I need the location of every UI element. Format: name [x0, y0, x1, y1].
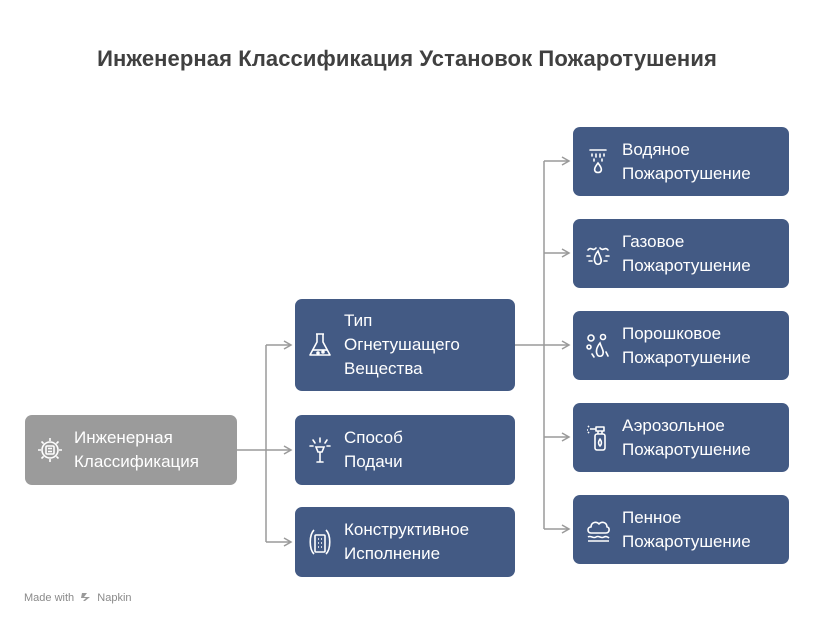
gas-flame-icon: [586, 246, 610, 265]
footer-attribution[interactable]: Made with Napkin: [24, 591, 132, 604]
agent-gas-label: Газовое Пожаротушение: [622, 231, 751, 275]
root-label: Инженерная Классификация: [74, 428, 199, 471]
powder-flame-icon: [586, 333, 609, 358]
agent-water-label: Водяное Пожаротушение: [622, 139, 751, 183]
agent-aerosol-node[interactable]: Аэрозольное Пожаротушение: [573, 403, 789, 472]
category-type-node[interactable]: Тип Огнетушащего Вещества: [295, 299, 515, 391]
sprinkler-icon: [309, 437, 331, 463]
diagram-title: Инженерная Классификация Установок Пожар…: [97, 46, 717, 71]
spray-bottle-icon: [587, 424, 606, 451]
category-delivery-label: Способ Подачи: [344, 428, 403, 471]
category-delivery-node[interactable]: Способ Подачи: [295, 415, 515, 485]
flask-icon: [309, 333, 331, 356]
building-icon: [309, 529, 331, 555]
footer-made-with: Made with: [24, 592, 75, 604]
category-type-label: Тип Огнетушащего Вещества: [344, 311, 460, 378]
foam-cloud-icon: [587, 521, 610, 542]
napkin-logo-icon: [81, 593, 91, 601]
agent-foam-label: Пенное Пожаротушение: [622, 507, 751, 551]
water-spray-icon: [589, 148, 607, 173]
footer-brand: Napkin: [97, 592, 132, 604]
category-design-node[interactable]: Конструктивное Исполнение: [295, 507, 515, 577]
agent-powder-label: Порошковое Пожаротушение: [622, 323, 751, 367]
root-node[interactable]: Инженерная Классификация: [25, 415, 237, 485]
agent-powder-node[interactable]: Порошковое Пожаротушение: [573, 311, 789, 380]
agent-aerosol-label: Аэрозольное Пожаротушение: [622, 415, 751, 459]
agent-gas-node[interactable]: Газовое Пожаротушение: [573, 219, 789, 288]
gear-document-icon: [38, 438, 62, 462]
agent-foam-node[interactable]: Пенное Пожаротушение: [573, 495, 789, 564]
category-design-label: Конструктивное Исполнение: [344, 520, 470, 563]
agent-water-node[interactable]: Водяное Пожаротушение: [573, 127, 789, 196]
